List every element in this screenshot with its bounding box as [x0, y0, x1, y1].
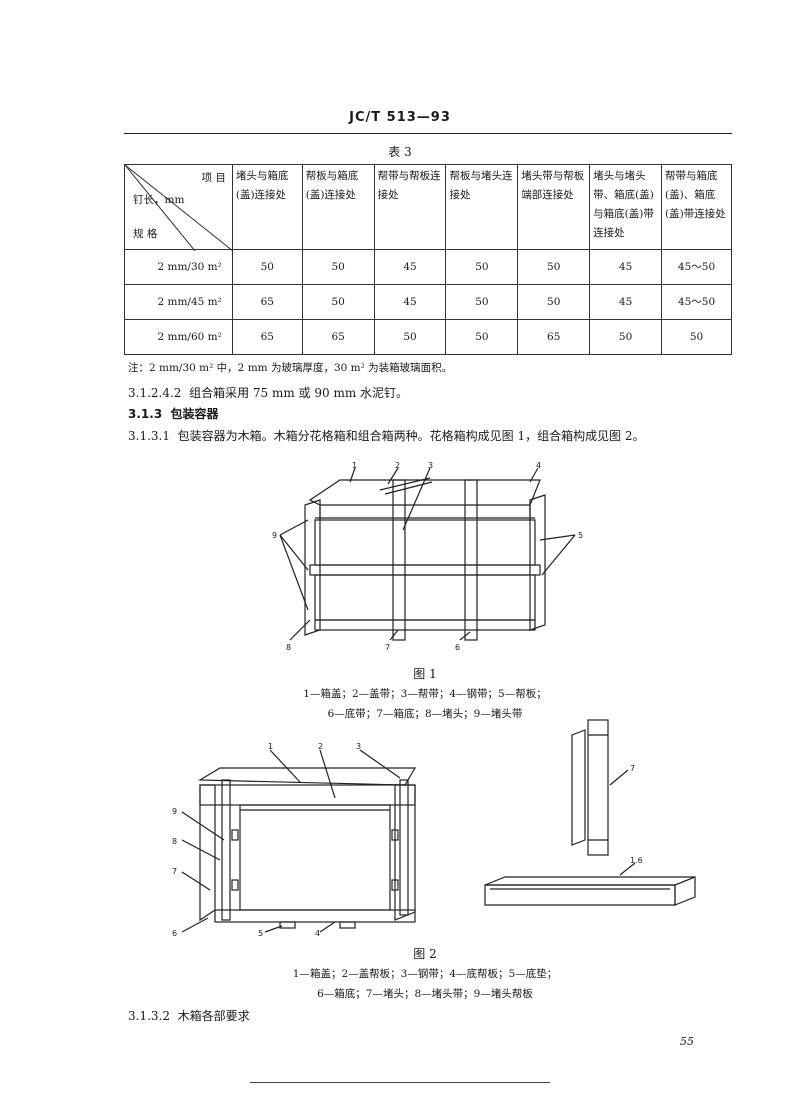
table-cell: 65 — [231, 319, 303, 355]
figure-2-legend-line1: 1—箱盖；2—盖帮板；3—钢带；4—底帮板；5—底垫； — [292, 968, 558, 980]
table-cell: 50 — [445, 319, 519, 355]
column-header: 帮带与帮板连接处 — [373, 164, 447, 250]
figure-2-side-piece: 7 — [571, 719, 635, 856]
document-header: JC/T 513—93 — [349, 110, 451, 125]
figure-1-drawing: 1 2 3 4 5 6 7 8 9 — [272, 461, 583, 652]
table-cell: 50 — [301, 284, 375, 320]
table-cell: 50 — [231, 249, 303, 285]
fig1-callout: 8 — [286, 643, 291, 652]
section-title: 包装容器 — [170, 407, 219, 421]
fig1-callout: 1 — [352, 461, 357, 470]
table-cell: 65 — [231, 284, 303, 320]
fig2-callout: 3 — [356, 742, 361, 751]
figure-1-title: 图 1 — [413, 667, 437, 681]
corner-spec-label: 规 格 — [133, 228, 158, 240]
fig1-callout: 4 — [536, 461, 541, 470]
clause-3-1-2-4-2: 3.1.2.4.2 组合箱采用 75 mm 或 90 mm 水泥钉。 — [128, 384, 408, 401]
clause-3-1-3-2: 3.1.3.2 木箱各部要求 — [128, 1007, 250, 1024]
corner-nail-label: 钉长，mm — [133, 194, 185, 206]
figure-2-drawing: 1 2 3 4 5 6 7 8 9 — [172, 742, 417, 938]
table-cell: 50 — [445, 284, 519, 320]
table-row: 2 mm/30 m² 50 50 45 50 50 45 45～50 — [124, 249, 732, 285]
section-3-1-3: 3.1.3 包装容器 — [128, 405, 219, 422]
fig1-callout: 7 — [385, 643, 390, 652]
fig1-callout: 9 — [272, 531, 277, 540]
header-rule — [124, 133, 732, 134]
fig2-callout: 8 — [172, 837, 177, 846]
table-cell: 45 — [373, 284, 447, 320]
corner-diagonals — [125, 165, 233, 251]
table-cell: 50 — [517, 284, 591, 320]
figure-1-legend-line1: 1—箱盖；2—盖带；3—帮带；4—钢带；5—帮板； — [303, 688, 547, 700]
table-cell: 45～50 — [661, 284, 732, 320]
fig2-callout: 2 — [318, 742, 323, 751]
figure-2-legend-line2: 6—箱底；7—堵头；8—堵头带；9—堵头帮板 — [317, 988, 533, 1000]
fig2-side-callout: 7 — [630, 764, 635, 773]
clause-3-1-3-1: 3.1.3.1 包装容器为木箱。木箱分花格箱和组合箱两种。花格箱构成见图 1，组… — [128, 427, 645, 444]
figure-2-tray: 1.6 — [484, 856, 696, 906]
table-cell: 50 — [661, 319, 732, 355]
fig2-callout: 4 — [315, 929, 320, 938]
clause-number: 3.1.3.1 — [128, 429, 170, 443]
row-spec: 2 mm/30 m² — [124, 249, 233, 285]
table-cell: 50 — [373, 319, 447, 355]
footer-rule — [250, 1082, 550, 1083]
table-cell: 45 — [589, 249, 663, 285]
table-note: 注：2 mm/30 m² 中，2 mm 为玻璃厚度，30 m² 为装箱玻璃面积。 — [128, 362, 453, 374]
table-cell: 50 — [445, 249, 519, 285]
fig1-callout: 5 — [578, 531, 583, 540]
row-spec: 2 mm/45 m² — [124, 284, 233, 320]
table-corner-cell: 项 目 钉长，mm 规 格 — [124, 164, 233, 251]
table-row: 2 mm/45 m² 65 50 45 50 50 45 45～50 — [124, 284, 732, 320]
clause-text: 组合箱采用 75 mm 或 90 mm 水泥钉。 — [189, 386, 409, 400]
corner-item-label: 项 目 — [201, 172, 226, 184]
clause-number: 3.1.3.2 — [128, 1009, 170, 1023]
column-header: 堵头与箱底(盖)连接处 — [231, 164, 303, 250]
fig2-callout: 5 — [258, 929, 263, 938]
table-cell: 45 — [589, 284, 663, 320]
section-number: 3.1.3 — [128, 407, 163, 421]
fig2-callout: 1 — [268, 742, 273, 751]
fig2-callout: 6 — [172, 929, 177, 938]
column-header: 帮板与箱底(盖)连接处 — [301, 164, 375, 250]
fig1-callout: 6 — [455, 643, 460, 652]
clause-text: 木箱各部要求 — [177, 1009, 250, 1023]
table-caption: 表 3 — [388, 145, 412, 159]
table-cell: 50 — [301, 249, 375, 285]
column-header: 堵头与堵头带、箱底(盖)与箱底(盖)带连接处 — [589, 164, 663, 250]
figure-2-title: 图 2 — [413, 947, 437, 961]
fig1-callout: 3 — [428, 461, 433, 470]
row-spec: 2 mm/60 m² — [124, 319, 233, 355]
table-cell: 65 — [301, 319, 375, 355]
table-cell: 65 — [517, 319, 591, 355]
figure-1-legend-line2: 6—底带；7—箱底；8—堵头；9—堵头带 — [327, 708, 523, 720]
column-header: 帮带与箱底(盖)、箱底(盖)带连接处 — [661, 164, 732, 250]
table-header-row: 项 目 钉长，mm 规 格 堵头与箱底(盖)连接处 帮板与箱底(盖)连接处 帮带… — [124, 164, 732, 251]
clause-number: 3.1.2.4.2 — [128, 386, 182, 400]
table-row: 2 mm/60 m² 65 65 50 50 65 50 50 — [124, 319, 732, 355]
table-cell: 45～50 — [661, 249, 732, 285]
table-cell: 45 — [373, 249, 447, 285]
fig1-callout: 2 — [395, 461, 400, 470]
table-3: 项 目 钉长，mm 规 格 堵头与箱底(盖)连接处 帮板与箱底(盖)连接处 帮带… — [124, 164, 732, 355]
fig2-callout: 9 — [172, 807, 177, 816]
table-cell: 50 — [517, 249, 591, 285]
fig2-callout: 7 — [172, 867, 177, 876]
clause-text: 包装容器为木箱。木箱分花格箱和组合箱两种。花格箱构成见图 1，组合箱构成见图 2… — [177, 429, 645, 443]
column-header: 帮板与堵头连接处 — [445, 164, 519, 250]
fig2-tray-callout: 1.6 — [630, 856, 643, 865]
page-number: 55 — [680, 1035, 694, 1048]
column-header: 堵头带与帮板端部连接处 — [517, 164, 591, 250]
table-cell: 50 — [589, 319, 663, 355]
